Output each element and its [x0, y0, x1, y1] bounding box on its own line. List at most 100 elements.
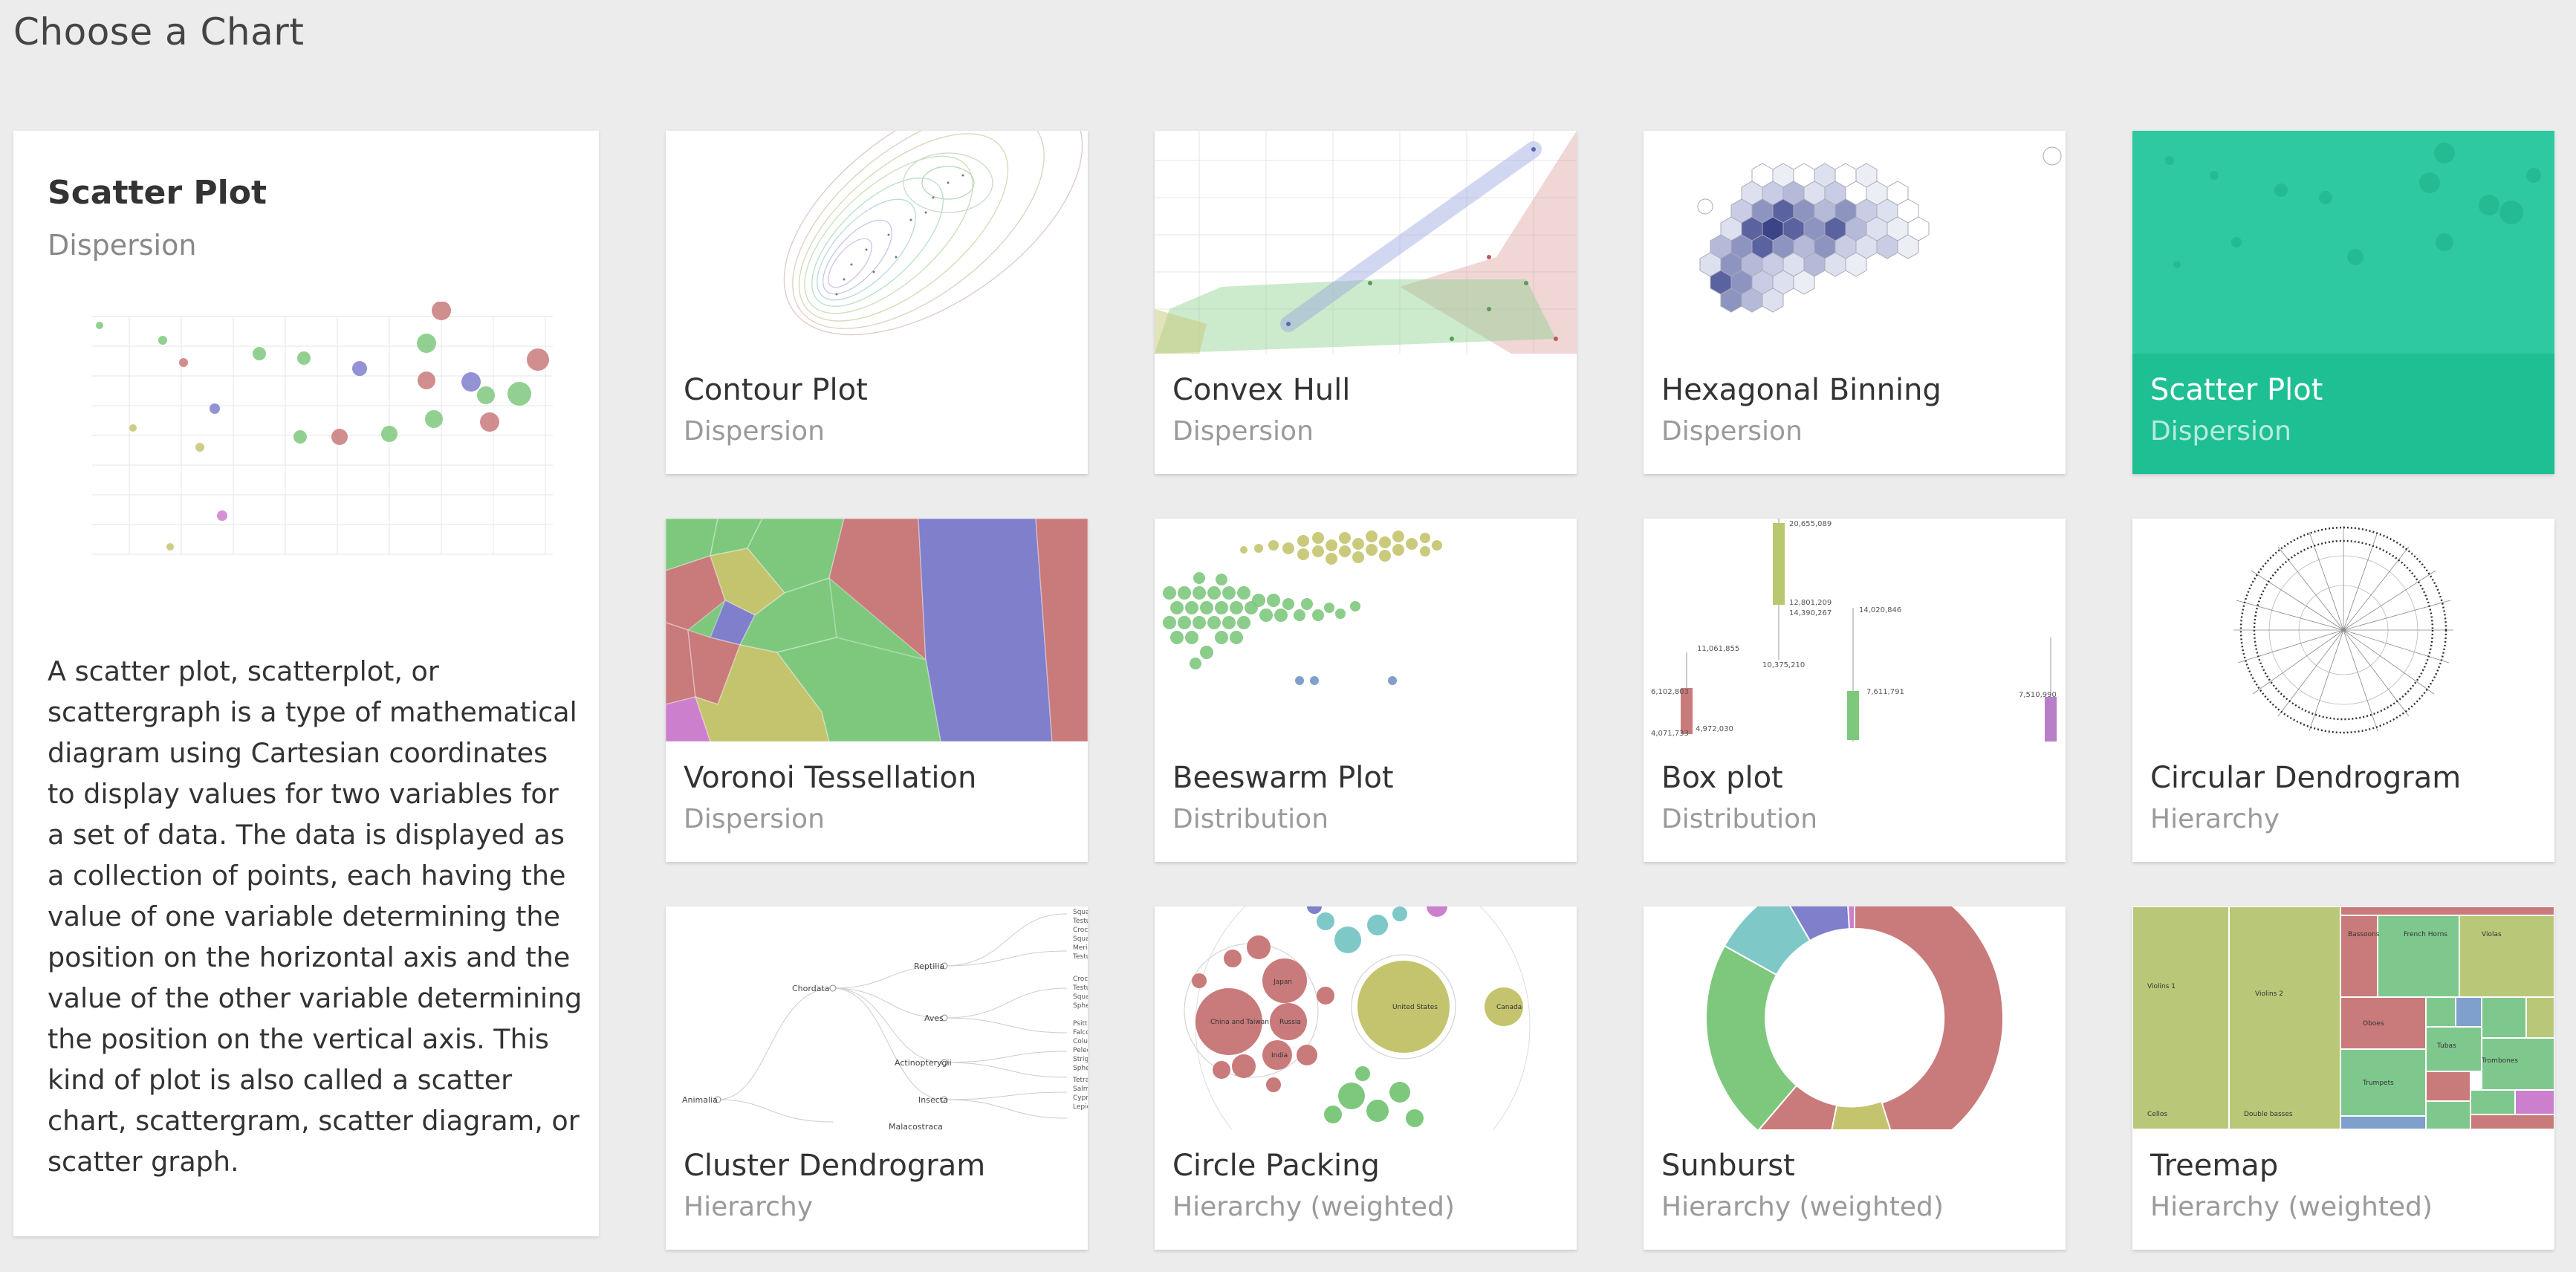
svg-text:Columb: Columb: [1073, 1038, 1088, 1045]
svg-text:12,801,209: 12,801,209: [1789, 599, 1832, 607]
card-title: Scatter Plot: [2150, 373, 2323, 407]
card-category: Dispersion: [684, 804, 825, 834]
svg-text:11,061,855: 11,061,855: [1697, 645, 1739, 653]
svg-text:Actinopterygii: Actinopterygii: [895, 1058, 952, 1068]
card-title: Cluster Dendrogram: [684, 1149, 986, 1183]
svg-text:Trumpets: Trumpets: [2362, 1080, 2394, 1087]
svg-text:Pelecani: Pelecani: [1073, 1047, 1088, 1054]
svg-text:Squam: Squam: [1073, 993, 1088, 1001]
svg-text:Violins 1: Violins 1: [2147, 983, 2176, 990]
svg-text:Aves: Aves: [924, 1013, 944, 1023]
card-title: Box plot: [1661, 761, 1783, 795]
card-category: Hierarchy (weighted): [2150, 1192, 2433, 1222]
svg-text:6,102,803: 6,102,803: [1651, 688, 1689, 696]
card-category: Distribution: [1661, 804, 1818, 834]
svg-text:4,972,030: 4,972,030: [1696, 725, 1733, 733]
card-title: Voronoi Tessellation: [684, 761, 977, 795]
box-plot-thumbnail: 11,061,855 20,655,089 12,801,209 14,390,…: [1644, 519, 2066, 742]
card-sunburst[interactable]: Sunburst Hierarchy (weighted): [1644, 906, 2066, 1250]
svg-text:Oboes: Oboes: [2363, 1020, 2384, 1028]
circle-packing-thumbnail: United States Canada China and Taiwan Ja…: [1155, 906, 1577, 1129]
svg-text:Cyprin: Cyprin: [1073, 1094, 1088, 1102]
card-category: Distribution: [1172, 804, 1329, 834]
card-beeswarm-plot[interactable]: Beeswarm Plot Distribution: [1155, 519, 1577, 862]
card-title: Circle Packing: [1172, 1149, 1380, 1183]
svg-text:Strigif: Strigif: [1073, 1056, 1088, 1063]
card-category: Hierarchy: [684, 1192, 814, 1222]
svg-text:20,655,089: 20,655,089: [1789, 520, 1832, 528]
svg-text:Sphenis: Sphenis: [1073, 1065, 1088, 1072]
chart-detail-panel: Scatter Plot Dispersion: [13, 131, 599, 1236]
svg-text:14,020,846: 14,020,846: [1859, 606, 1901, 614]
card-title: Beeswarm Plot: [1172, 761, 1394, 795]
svg-text:Merillion: Merillion: [1073, 944, 1088, 952]
card-category: Hierarchy (weighted): [1172, 1192, 1455, 1222]
card-title: Contour Plot: [684, 373, 868, 407]
svg-text:Tubas: Tubas: [2436, 1042, 2456, 1050]
svg-text:14,390,267: 14,390,267: [1789, 609, 1832, 617]
beeswarm-plot-thumbnail: [1155, 519, 1577, 742]
card-circular-dendrogram[interactable]: Circular Dendrogram Hierarchy: [2132, 519, 2554, 862]
card-cluster-dendrogram[interactable]: Animalia Chordata Reptilia Aves Actinopt…: [666, 906, 1088, 1250]
svg-text:Double basses: Double basses: [2244, 1111, 2293, 1118]
card-category: Dispersion: [684, 416, 825, 447]
card-box-plot[interactable]: 11,061,855 20,655,089 12,801,209 14,390,…: [1644, 519, 2066, 862]
svg-text:Salmonif: Salmonif: [1073, 1086, 1088, 1093]
svg-text:French Horns: French Horns: [2404, 931, 2447, 938]
convex-hull-thumbnail: [1155, 131, 1577, 354]
svg-text:Testudines: Testudines: [1072, 953, 1088, 961]
svg-text:Psittiform: Psittiform: [1073, 1020, 1088, 1028]
detail-description: A scatter plot, scatterplot, or scatterg…: [48, 655, 583, 1178]
svg-text:Testudines: Testudines: [1072, 918, 1088, 925]
svg-text:Animalia: Animalia: [682, 1095, 718, 1105]
voronoi-tessellation-thumbnail: [666, 519, 1088, 742]
card-voronoi-tessellation[interactable]: Voronoi Tessellation Dispersion: [666, 519, 1088, 862]
svg-text:Japan: Japan: [1273, 979, 1292, 986]
card-contour-plot[interactable]: Contour Plot Dispersion: [666, 131, 1088, 474]
card-title: Circular Dendrogram: [2150, 761, 2462, 795]
svg-text:Insecta: Insecta: [918, 1095, 948, 1105]
svg-text:Violas: Violas: [2482, 931, 2502, 938]
svg-text:Crocod: Crocod: [1073, 976, 1088, 983]
card-category: Dispersion: [2150, 416, 2291, 447]
card-category: Hierarchy (weighted): [1661, 1192, 1944, 1222]
card-hexagonal-binning[interactable]: Hexagonal Binning Dispersion: [1644, 131, 2066, 474]
svg-text:Sphen: Sphen: [1073, 1002, 1088, 1010]
detail-preview-image: [48, 301, 568, 569]
card-title: Sunburst: [1661, 1149, 1795, 1183]
svg-text:Squamata: Squamata: [1073, 935, 1088, 943]
card-title: Convex Hull: [1172, 373, 1351, 407]
sunburst-thumbnail: [1644, 906, 2066, 1129]
svg-text:Squamata: Squamata: [1073, 909, 1088, 916]
svg-text:Violins 2: Violins 2: [2255, 990, 2283, 998]
svg-text:India: India: [1271, 1052, 1288, 1060]
card-treemap[interactable]: Violins 1 Violins 2 Bassoons French Horn…: [2132, 906, 2554, 1250]
svg-text:Trombones: Trombones: [2481, 1057, 2518, 1065]
svg-text:Lepidop: Lepidop: [1073, 1103, 1088, 1111]
svg-text:Crocodilia: Crocodilia: [1073, 927, 1088, 934]
detail-title: Scatter Plot: [48, 174, 267, 212]
svg-text:Reptilia: Reptilia: [914, 961, 944, 971]
svg-text:7,510,990: 7,510,990: [2019, 691, 2057, 699]
svg-text:4,071,733: 4,071,733: [1651, 730, 1689, 738]
page-title: Choose a Chart: [13, 10, 305, 53]
circular-dendrogram-thumbnail: [2132, 519, 2554, 742]
chart-grid: Contour Plot Dispersion: [666, 131, 2554, 1250]
card-title: Hexagonal Binning: [1661, 373, 1941, 407]
card-category: Dispersion: [1661, 416, 1803, 447]
card-category: Hierarchy: [2150, 804, 2280, 834]
card-convex-hull[interactable]: Convex Hull Dispersion: [1155, 131, 1577, 474]
card-category: Dispersion: [1172, 416, 1314, 447]
card-circle-packing[interactable]: United States Canada China and Taiwan Ja…: [1155, 906, 1577, 1250]
svg-text:Tetraod: Tetraod: [1072, 1077, 1088, 1084]
card-scatter-plot[interactable]: Scatter Plot Dispersion: [2132, 131, 2554, 474]
svg-text:Falconi: Falconi: [1073, 1029, 1088, 1036]
scatter-plot-thumbnail: [2132, 131, 2554, 354]
contour-plot-thumbnail: [666, 131, 1088, 354]
svg-text:Bassoons: Bassoons: [2348, 931, 2380, 938]
cluster-dendrogram-thumbnail: Animalia Chordata Reptilia Aves Actinopt…: [666, 906, 1088, 1129]
detail-category: Dispersion: [48, 229, 197, 262]
svg-text:Cellos: Cellos: [2147, 1111, 2167, 1118]
svg-text:United States: United States: [1392, 1004, 1438, 1011]
svg-text:Canada: Canada: [1496, 1004, 1522, 1011]
